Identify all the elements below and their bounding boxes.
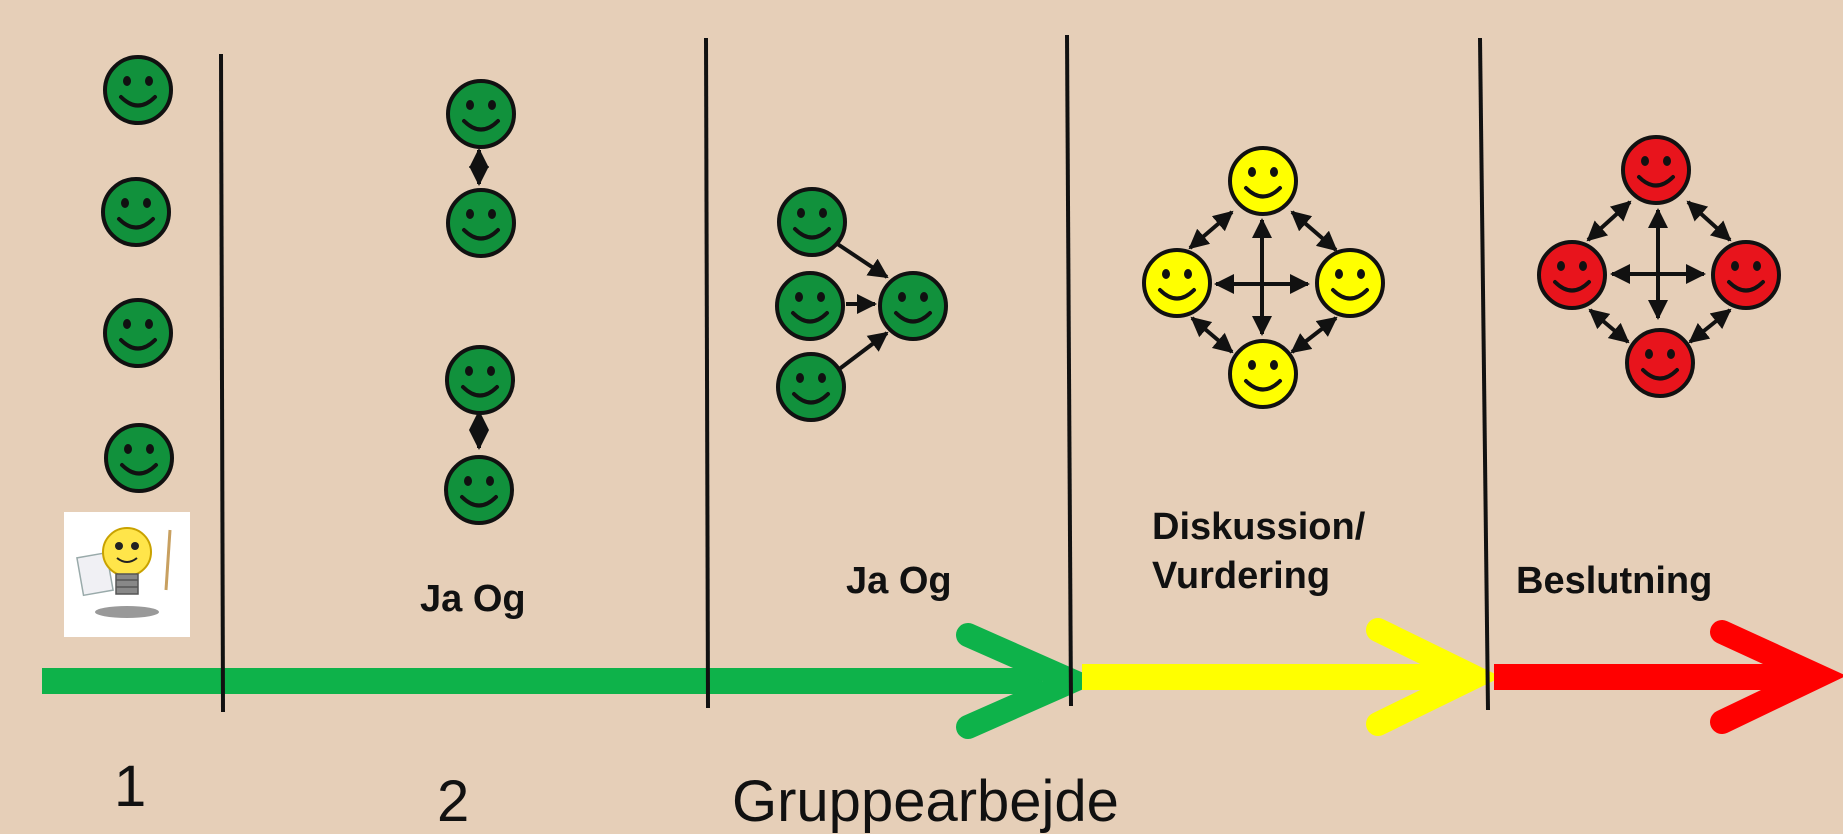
stage-divider — [704, 37, 710, 709]
group-work-label: Gruppearbejde — [732, 769, 1119, 834]
green-smiley-icon — [776, 352, 846, 422]
lightbulb-idea-icon — [64, 512, 190, 637]
green-progress-arrow — [42, 623, 1102, 739]
green-smiley-icon — [777, 187, 847, 257]
red-smiley-icon — [1537, 240, 1607, 310]
green-smiley-icon — [101, 177, 171, 247]
stage-2-label: Ja Og — [420, 578, 526, 620]
stage-2-number: 2 — [437, 769, 470, 834]
stage-4-label-line2: Vurdering — [1152, 555, 1331, 597]
green-smiley-icon — [775, 271, 845, 341]
red-smiley-icon — [1621, 135, 1691, 205]
green-smiley-icon — [878, 271, 948, 341]
green-smiley-icon — [445, 345, 515, 415]
stage-5-decision — [1537, 135, 1781, 398]
red-progress-arrow — [1494, 620, 1843, 734]
stage-divider — [219, 53, 225, 713]
red-smiley-icon — [1711, 240, 1781, 310]
green-smiley-icon — [446, 79, 516, 149]
yellow-smiley-icon — [1315, 248, 1385, 318]
green-smiley-icon — [446, 188, 516, 258]
red-smiley-icon — [1625, 328, 1695, 398]
stage-4-discussion — [1142, 146, 1385, 409]
stage-2-pairs — [444, 79, 516, 525]
green-smiley-icon — [103, 298, 173, 368]
stage-divider — [1478, 37, 1490, 711]
stage-3-group — [775, 187, 948, 422]
yellow-progress-arrow — [1082, 618, 1502, 736]
stage-1-faces — [101, 55, 174, 493]
green-smiley-icon — [444, 455, 514, 525]
stage-1-number: 1 — [114, 754, 147, 819]
green-smiley-icon — [104, 423, 174, 493]
yellow-smiley-icon — [1142, 248, 1212, 318]
yellow-smiley-icon — [1228, 339, 1298, 409]
stage-4-label-line1: Diskussion/ — [1152, 506, 1366, 548]
green-smiley-icon — [103, 55, 173, 125]
stage-3-label: Ja Og — [846, 560, 952, 602]
stage-divider — [1065, 34, 1073, 707]
yellow-smiley-icon — [1228, 146, 1298, 216]
stage-5-label: Beslutning — [1516, 560, 1713, 602]
